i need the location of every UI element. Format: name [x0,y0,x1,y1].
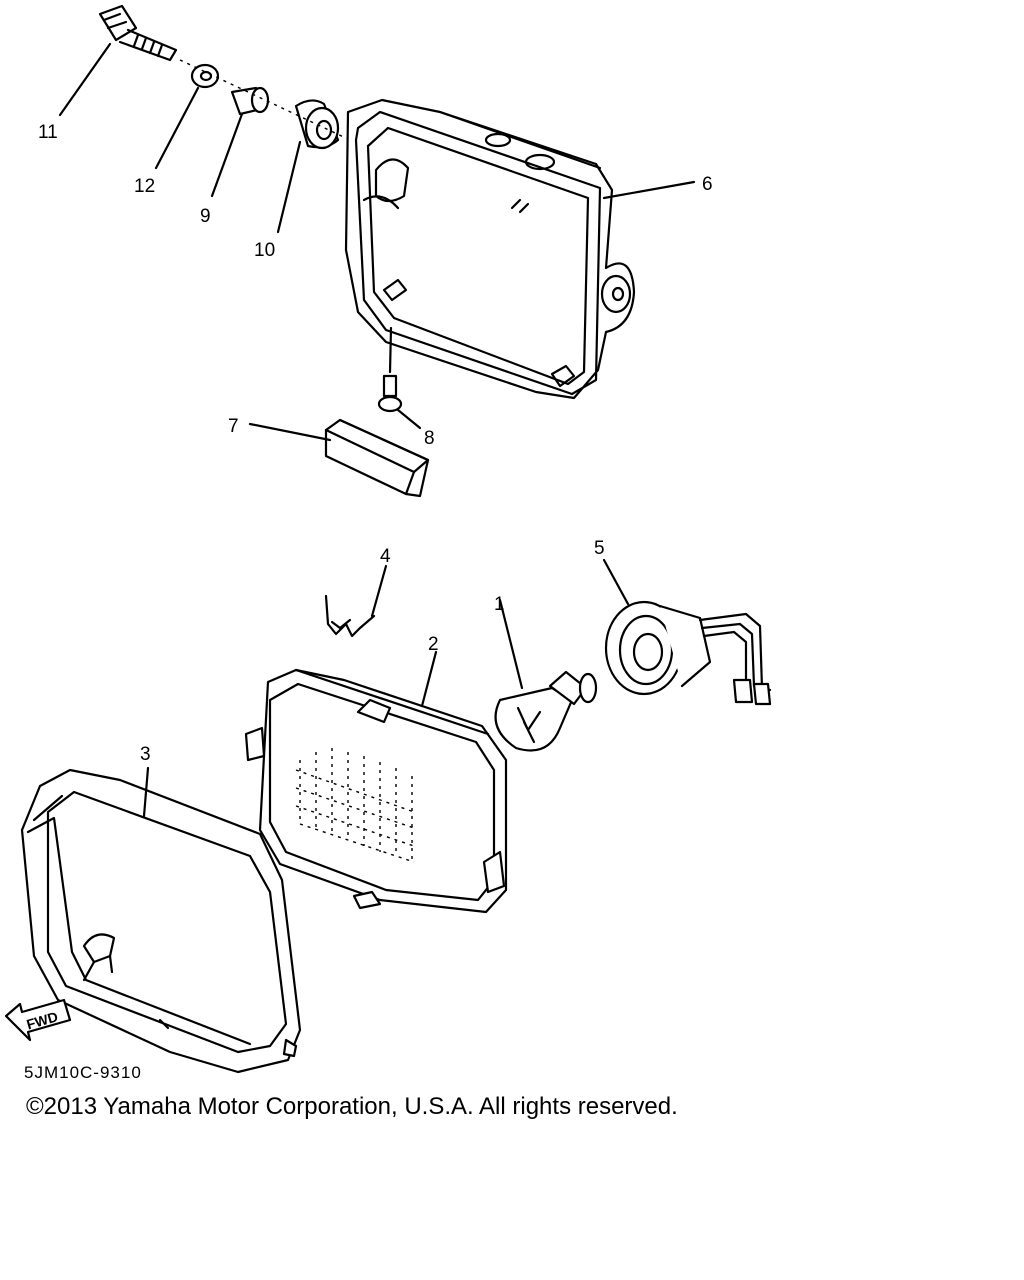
callout-5: 5 [594,538,605,559]
washer [190,63,220,89]
fwd-arrow-icon: FWD [4,998,72,1042]
callout-11: 11 [38,122,58,143]
leader-line-12 [154,86,200,170]
collar [230,86,270,116]
callout-4: 4 [380,546,391,567]
callout-10: 10 [254,240,275,261]
screw [377,326,403,413]
leader-line-5 [602,558,630,606]
callout-3: 3 [140,744,151,765]
rubber-block [324,418,430,498]
callout-7: 7 [228,416,239,437]
headlight-housing [344,98,636,400]
callout-6: 6 [702,174,713,195]
leader-line-6 [602,180,696,200]
spring-clip [324,594,376,638]
leader-line-11 [58,42,112,117]
callout-1: 1 [494,594,505,615]
leader-line-9 [210,112,244,198]
headlight-lens-unit [244,668,508,914]
leader-line-10 [276,140,302,234]
parts-diagram: FWD 11 12 9 10 6 7 8 4 5 1 2 3 5JM10C-93… [4,4,772,1082]
bolt [98,4,178,62]
callout-2: 2 [428,634,439,655]
leader-line-1 [498,598,524,690]
callout-9: 9 [200,206,211,227]
copyright-notice: ©2013 Yamaha Motor Corporation, U.S.A. A… [26,1093,678,1120]
callout-12: 12 [134,176,155,197]
leader-line-8 [396,408,422,430]
leader-line-7 [248,422,332,442]
leader-line-4 [370,564,388,618]
leader-line-2 [420,650,438,708]
bulb-socket [604,600,772,706]
callout-8: 8 [424,428,435,449]
drawing-code: 5JM10C-9310 [24,1063,142,1082]
grommet [294,99,340,150]
headlight-rim [20,768,302,1074]
bulb [494,670,598,752]
leader-line-3 [142,766,150,818]
